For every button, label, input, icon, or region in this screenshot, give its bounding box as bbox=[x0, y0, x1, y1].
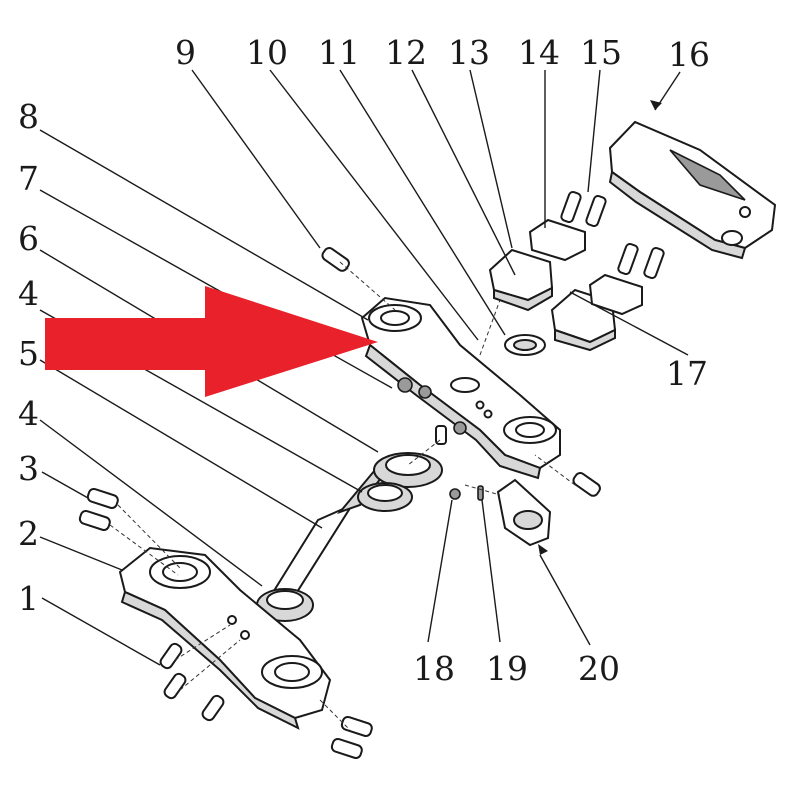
assembly-lines bbox=[109, 261, 576, 731]
callout-14: 14 bbox=[518, 33, 560, 72]
steering-stem bbox=[259, 459, 396, 612]
bolt-1a bbox=[159, 642, 183, 670]
callout-3: 3 bbox=[18, 449, 39, 488]
callout-15: 15 bbox=[580, 33, 622, 72]
callout-9: 9 bbox=[175, 33, 196, 72]
callout-17: 17 bbox=[666, 354, 708, 393]
callout-5: 5 bbox=[18, 334, 39, 373]
bolt-3b bbox=[78, 509, 111, 531]
bolt-1c bbox=[201, 694, 225, 722]
callout-18: 18 bbox=[413, 649, 455, 688]
callout-labels: 1 2 3 4 5 4 6 7 8 9 10 11 12 13 14 15 16… bbox=[18, 33, 710, 688]
callout-7: 7 bbox=[18, 159, 39, 198]
handlebar-pad bbox=[608, 120, 777, 260]
callout-19: 19 bbox=[486, 649, 528, 688]
red-pointer-arrow bbox=[45, 286, 378, 397]
damper-bracket bbox=[449, 478, 552, 547]
handlebar-risers bbox=[488, 218, 643, 356]
callout-12: 12 bbox=[385, 33, 427, 72]
lower-bearing bbox=[256, 588, 314, 622]
upper-triple-clamp bbox=[360, 296, 561, 480]
callout-4-lower: 4 bbox=[18, 394, 39, 433]
bolt-lower-a bbox=[340, 715, 373, 737]
callout-8: 8 bbox=[18, 97, 39, 136]
bolt-9 bbox=[321, 247, 350, 272]
bolt-1b bbox=[163, 672, 187, 700]
bolts bbox=[78, 247, 601, 759]
upper-bearing bbox=[357, 452, 443, 512]
callout-13: 13 bbox=[448, 33, 490, 72]
bolt-lower-b bbox=[330, 737, 363, 759]
callout-6: 6 bbox=[18, 219, 39, 258]
callout-1: 1 bbox=[18, 579, 39, 618]
callout-2: 2 bbox=[18, 514, 39, 553]
callout-20: 20 bbox=[578, 649, 620, 688]
parts-group bbox=[78, 120, 777, 759]
bolt-3a bbox=[86, 487, 119, 509]
callout-4-upper: 4 bbox=[18, 274, 39, 313]
callout-10: 10 bbox=[246, 33, 288, 72]
callout-11: 11 bbox=[318, 33, 360, 72]
lower-triple-clamp bbox=[118, 546, 332, 730]
callout-16: 16 bbox=[668, 35, 710, 74]
bolt-side bbox=[572, 472, 601, 497]
riser-bolts bbox=[560, 190, 665, 280]
